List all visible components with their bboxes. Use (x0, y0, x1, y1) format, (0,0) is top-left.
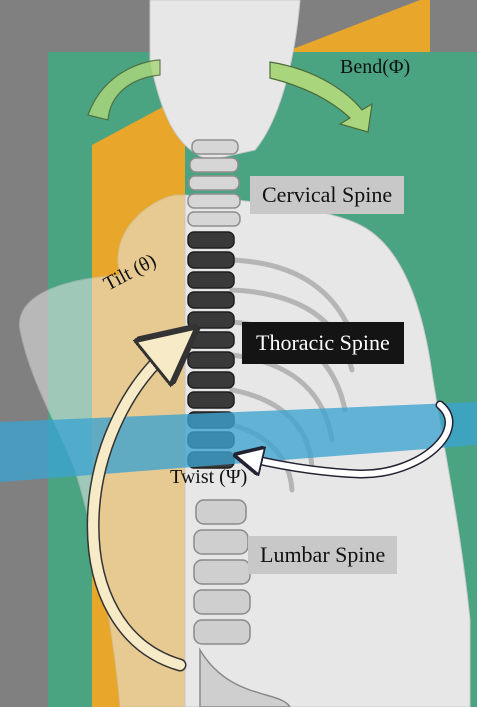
bend-label: Bend(Φ) (340, 56, 410, 79)
thoracic-spine-label: Thoracic Spine (242, 322, 404, 364)
cervical-spine-label: Cervical Spine (250, 176, 404, 214)
twist-label: Twist (Ψ) (170, 466, 247, 489)
cervical-spine (188, 140, 240, 226)
lumbar-spine-label: Lumbar Spine (248, 536, 397, 574)
